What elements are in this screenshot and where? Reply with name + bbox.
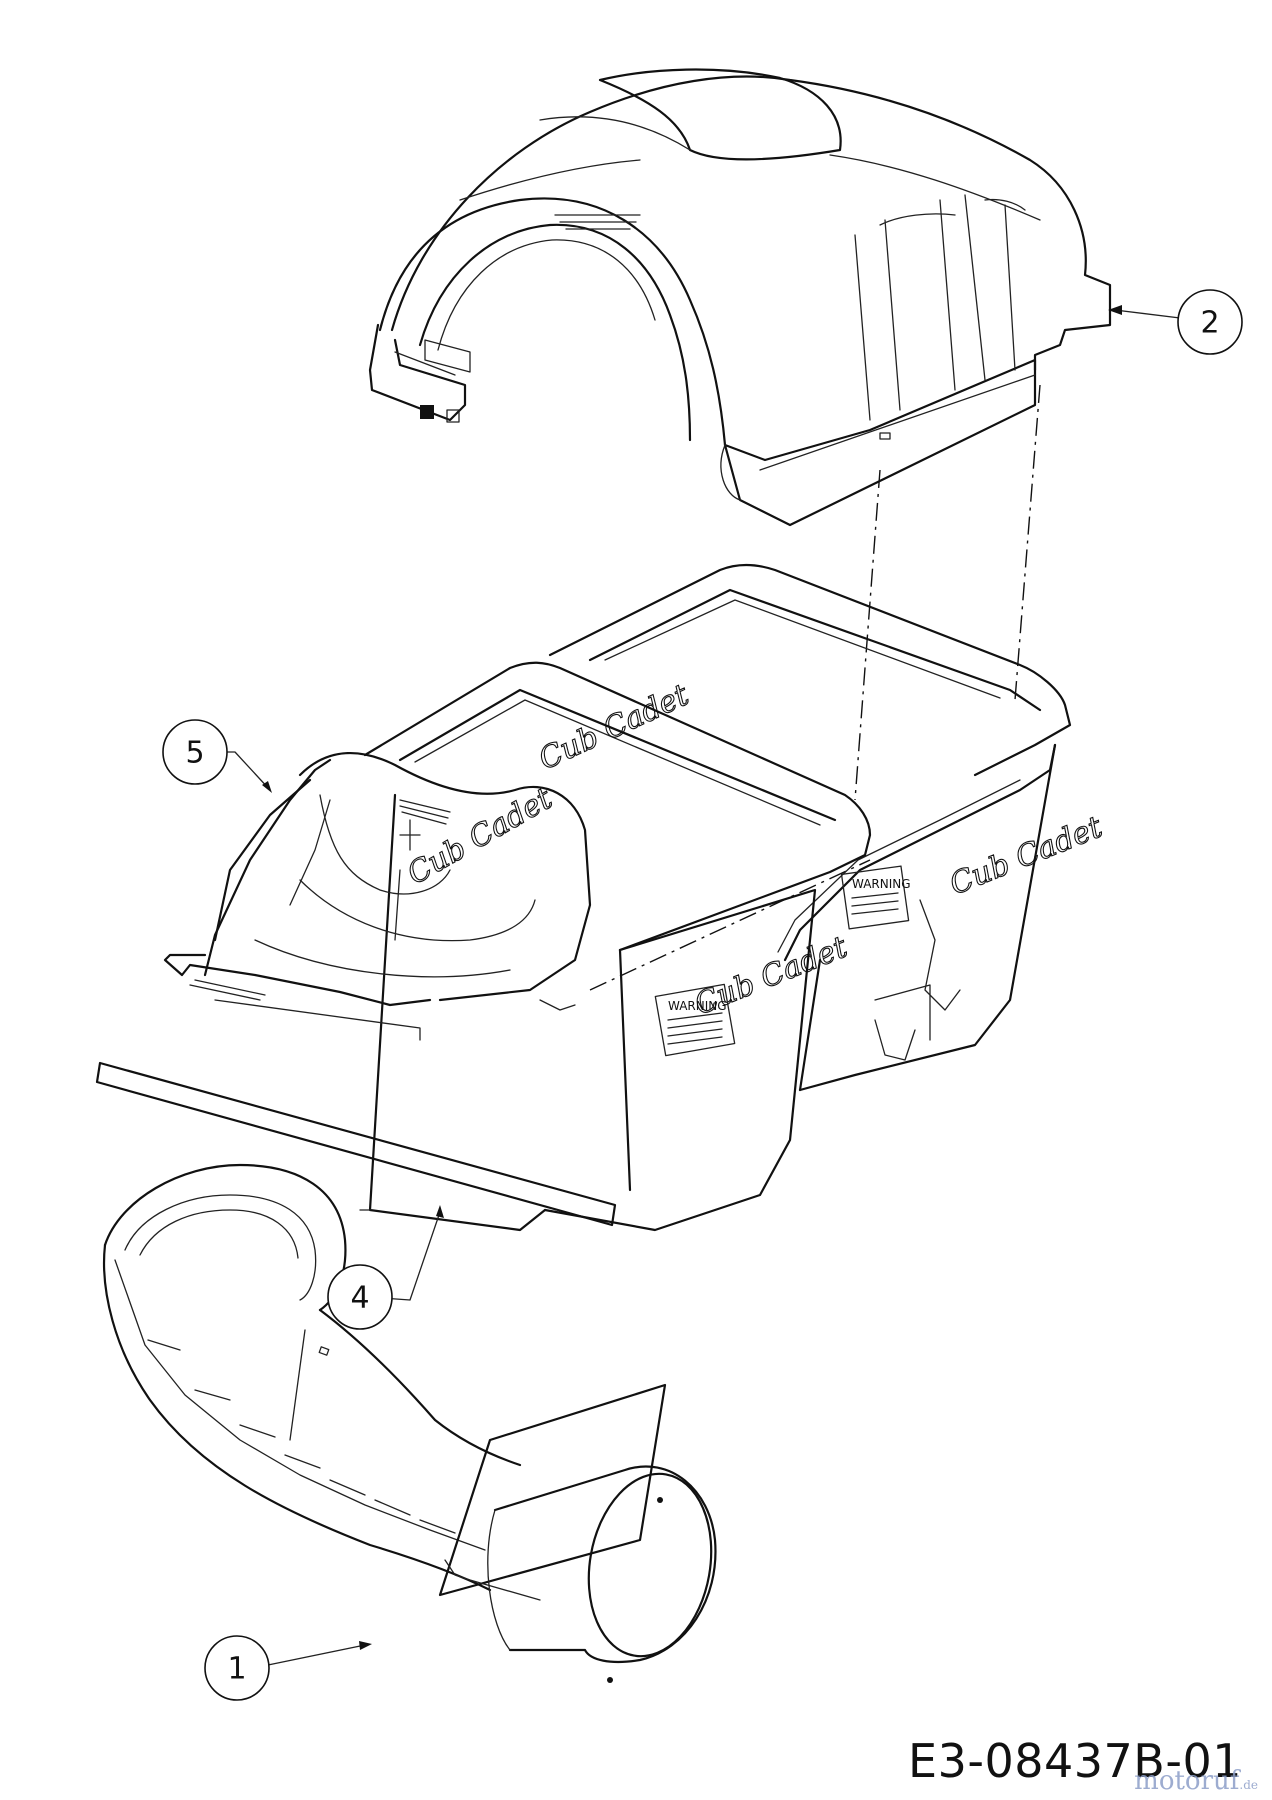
callout-2-label: 2 bbox=[1200, 306, 1219, 341]
front-catcher-bag: Cub Cadet WARNING Cub Cadet Cub Cadet bbox=[359, 661, 872, 1232]
callout-1-label: 1 bbox=[227, 1652, 246, 1687]
callout-2: 2 bbox=[1108, 289, 1243, 355]
watermark-logo: motoruf.de bbox=[1134, 1766, 1258, 1796]
rear-catcher-bag: Cub Cadet WARNING bbox=[548, 564, 1109, 1092]
deflector bbox=[163, 751, 592, 1041]
alignment-lines bbox=[589, 384, 1041, 991]
warning-label-rear: WARNING bbox=[840, 865, 911, 930]
svg-text:WARNING: WARNING bbox=[668, 999, 727, 1013]
catcher-lid bbox=[368, 68, 1112, 527]
brand-marking-interior-b: Cub Cadet bbox=[402, 781, 560, 892]
callout-4: 4 bbox=[327, 1205, 444, 1330]
brand-marking-rear: Cub Cadet bbox=[945, 809, 1108, 902]
warning-label-front: WARNING bbox=[654, 983, 736, 1057]
lid-label-mark bbox=[420, 405, 434, 419]
callout-5-label: 5 bbox=[185, 736, 204, 771]
callout-1: 1 bbox=[204, 1635, 372, 1701]
callout-5: 5 bbox=[162, 719, 272, 793]
diagram-reference-code: E3-08437B-01 bbox=[908, 1734, 1242, 1788]
discharge-tube bbox=[103, 1163, 717, 1683]
svg-text:WARNING: WARNING bbox=[852, 877, 911, 891]
support-rod bbox=[95, 1061, 617, 1227]
callout-4-label: 4 bbox=[350, 1281, 369, 1316]
